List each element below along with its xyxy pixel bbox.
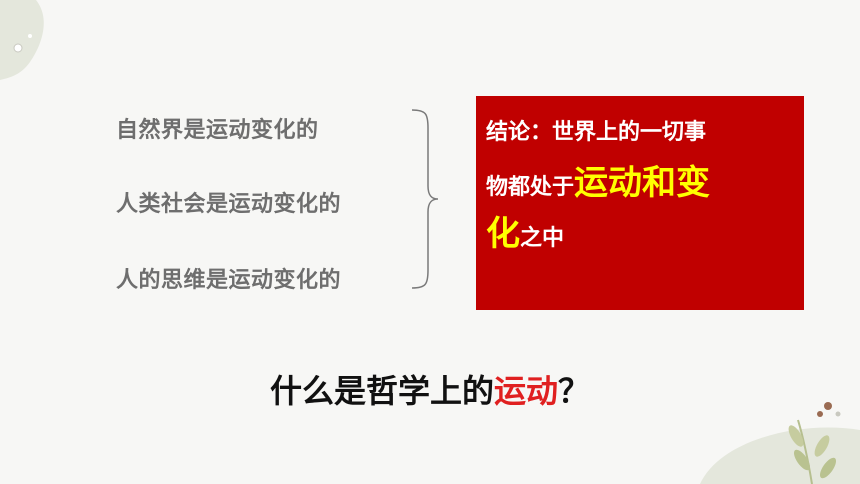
conclusion-line-2: 物都处于运动和变 (486, 166, 794, 203)
brace-icon (411, 109, 439, 289)
conclusion-highlight-1: 运动和变 (574, 163, 711, 203)
decorative-dots (13, 43, 23, 53)
conclusion-line-3: 化之中 (486, 217, 794, 254)
statement-society: 人类社会是运动变化的 (116, 192, 342, 217)
conclusion-line-3-suffix: 之中 (520, 226, 565, 251)
conclusion-highlight-2: 化 (486, 214, 520, 254)
question-highlight: 运动 (493, 372, 558, 410)
question-prefix: 什么是哲学上的 (269, 372, 494, 410)
question-suffix: ？ (558, 372, 591, 410)
statement-thinking: 人的思维是运动变化的 (116, 268, 342, 293)
bottom-right-blob (700, 427, 860, 484)
top-left-blob (0, 0, 44, 80)
conclusion-line-1: 结论：世界上的一切事 (486, 120, 707, 145)
question-title: 什么是哲学上的运动？ (0, 366, 860, 412)
leaf-branch-icon (788, 419, 837, 484)
statement-nature: 自然界是运动变化的 (116, 118, 319, 143)
conclusion-line-2-prefix: 物都处于 (486, 175, 575, 200)
conclusion-box: 结论：世界上的一切事 物都处于运动和变 化之中 (476, 96, 804, 310)
